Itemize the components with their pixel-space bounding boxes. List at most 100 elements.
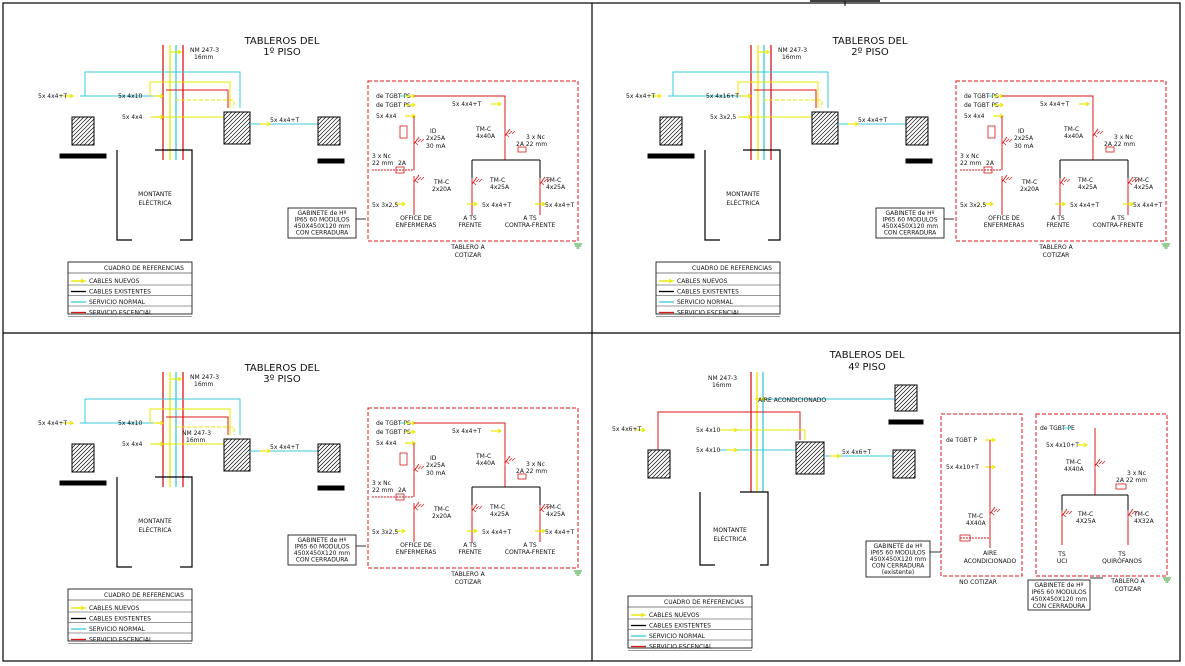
hatch-line	[243, 137, 251, 145]
feeder-marker	[741, 93, 752, 99]
board-input: 5x 4x4	[964, 113, 985, 120]
hatch-line	[317, 116, 335, 134]
hatch-line	[647, 455, 671, 479]
note-line: CON CERRADURA	[884, 230, 937, 237]
breaker-label: TM-C	[1133, 511, 1149, 518]
breaker-cross	[505, 133, 510, 138]
nc-box	[517, 146, 527, 153]
breaker-label: TM-C	[1077, 511, 1093, 518]
legend-item: SERVICIO ESCENCIAL	[89, 637, 153, 644]
breaker-cross	[540, 508, 545, 513]
breaker-contrafrente	[539, 503, 551, 515]
marker-head	[747, 93, 752, 99]
dest-label: OFFICE DE	[400, 215, 432, 222]
marker-head	[411, 102, 416, 108]
hatch-line	[647, 449, 665, 467]
nc-box	[517, 473, 527, 480]
feeder-normal	[672, 71, 829, 108]
montante-outline	[743, 149, 781, 241]
legend-marker	[634, 612, 645, 618]
board-caption: NO COTIZAR	[959, 579, 997, 586]
marker-head	[159, 93, 164, 99]
hatch-line	[807, 457, 825, 475]
out-label: 5x 3x2,5	[372, 529, 398, 536]
hatch-line	[819, 125, 839, 145]
legend-item: SERVICIO ESCENCIAL	[89, 310, 153, 317]
hatch-line	[823, 129, 839, 145]
breaker-cross	[1065, 510, 1070, 515]
input-marker	[1077, 442, 1088, 448]
hatch-line	[75, 126, 95, 146]
breaker-label: 3 x Nc	[526, 134, 545, 141]
panel-subtitle: 1º PISO	[263, 47, 301, 58]
legend-item: SERVICIO NORMAL	[89, 299, 146, 306]
marker-head	[836, 453, 841, 459]
hatch-line	[795, 441, 817, 463]
breaker-cross	[505, 460, 510, 465]
input-marker	[1079, 101, 1090, 107]
breaker-label: 2x25A	[426, 462, 446, 469]
feeder-label: 5x 4x4+T	[38, 420, 67, 427]
breaker-cross	[1093, 133, 1098, 138]
breaker-label: 2x20A	[432, 186, 452, 193]
board-input: 5x 4x4+T	[452, 101, 481, 108]
breaker-label: 2A 22 mm	[516, 141, 547, 148]
breaker-cross	[546, 178, 551, 183]
breaker-contact	[1059, 176, 1066, 185]
note-frame	[287, 534, 357, 566]
hatch-line	[675, 138, 683, 146]
breaker-label: TM-C	[1021, 179, 1037, 186]
marker-head	[497, 101, 502, 107]
board-input: de TGBT PS	[964, 102, 999, 109]
note-line: GABINETE de Hº	[885, 210, 934, 217]
hatch-line	[71, 443, 81, 453]
breaker-label: TM-C	[475, 453, 491, 460]
note-line: GABINETE de Hº	[1034, 582, 1083, 589]
montante-outline	[155, 149, 193, 241]
breaker-label: 2A 22 mm	[516, 468, 547, 475]
breaker-label: TM-C	[545, 504, 561, 511]
hatch-line	[317, 449, 341, 473]
hatch-line	[71, 116, 89, 134]
panel-title: TABLEROS DEL	[832, 36, 908, 47]
breaker-cross	[546, 505, 551, 510]
input-marker	[491, 101, 502, 107]
id-box	[399, 125, 408, 139]
breaker-cross	[475, 178, 480, 183]
note-line: IP65 60 MODULOS	[294, 217, 349, 224]
legend-marker	[662, 278, 673, 284]
hatch-line	[795, 441, 813, 459]
note-line: GABINETE de Hº	[873, 543, 922, 550]
hatch-line	[317, 116, 323, 122]
panel-frame	[795, 441, 825, 475]
note-line: 450X450X120 mm	[1031, 596, 1087, 603]
breaker-label: 2x20A	[432, 513, 452, 520]
breaker-label: 2x25A	[426, 135, 446, 142]
hatch-line	[905, 116, 911, 122]
breaker-label: TM-C	[433, 506, 449, 513]
hatch-line	[819, 469, 825, 475]
existing-panel	[71, 443, 95, 473]
hatch-line	[659, 116, 665, 122]
feeder-label: 5x 4x10	[118, 93, 142, 100]
marker-head	[733, 427, 738, 433]
hatch-line	[337, 469, 341, 473]
breaker-cross	[1099, 130, 1104, 135]
panel-frame	[892, 449, 916, 479]
feeder-marker	[727, 427, 738, 433]
dest-label: ENFERMERAS	[396, 549, 437, 556]
breaker-label: TM-C	[475, 126, 491, 133]
montante-outline	[116, 477, 132, 568]
board-aire: de TGBT P5x 4x10+TTM-C4X40AAIREACONDICIO…	[865, 413, 1023, 586]
legend-frame	[655, 261, 781, 315]
feeder-marker	[63, 420, 74, 426]
note-line: IP65 60 MODULOS	[882, 217, 937, 224]
feeder-marker	[63, 93, 74, 99]
panel-base	[59, 480, 107, 486]
feeder-marker	[727, 447, 738, 453]
hatch-line	[223, 438, 245, 460]
bus-line	[1002, 95, 1094, 130]
